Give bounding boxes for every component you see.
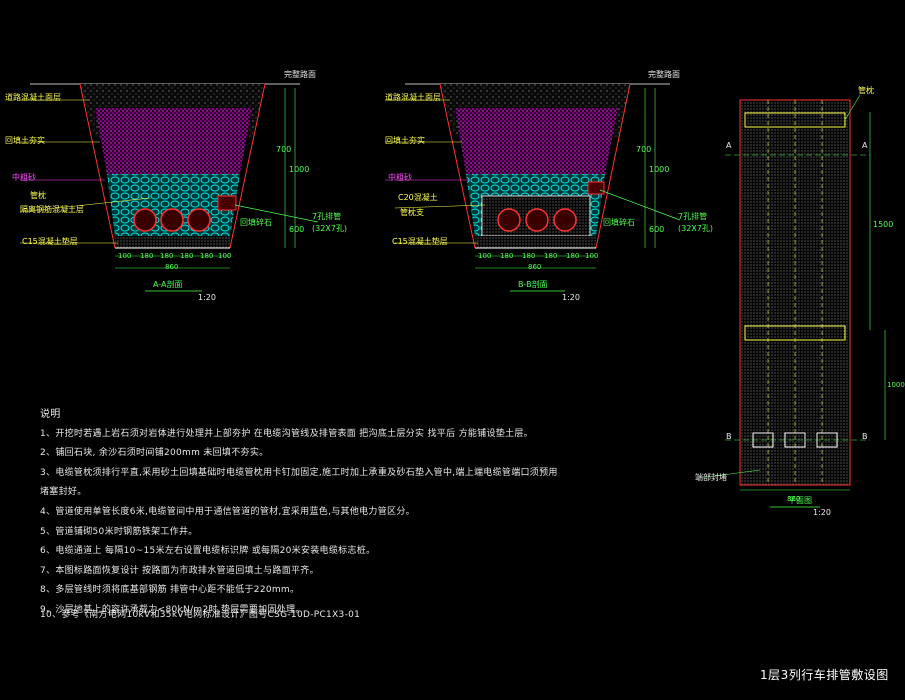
plan-width: 860 [787, 495, 801, 503]
pipe-note: (32X7孔) [312, 224, 347, 233]
plan-bottom-label: 端部封堵 [695, 473, 727, 482]
section-scale: 1:20 [198, 293, 216, 302]
dim-label: 100 [218, 252, 232, 260]
pipe-note: (32X7孔) [678, 224, 713, 233]
depth-label: 1000 [649, 165, 670, 174]
depth-label: 600 [289, 225, 305, 234]
layer-label: C15混凝土垫层 [392, 237, 448, 246]
layer-label: 中粗砂 [12, 173, 36, 182]
plan-dim: 1500 [873, 220, 894, 229]
section-mark: B [862, 432, 868, 441]
note-item-10: 10、参考《南方电网10kV和35kV电网标准设计》图号CSG-10D-PC1X… [40, 610, 361, 620]
right-label: 回填碎石 [603, 218, 635, 227]
depth-label: 700 [276, 145, 292, 154]
layer-label: 回填土夯实 [385, 136, 425, 145]
dim-label: 180 [500, 252, 514, 260]
c15-cushion [115, 236, 230, 248]
pipe-note: 7孔排管 [678, 212, 708, 221]
notes-title: 说明 [40, 409, 61, 420]
pipe [525, 208, 549, 232]
dim-label: 180 [566, 252, 580, 260]
backfill-layer [95, 108, 252, 174]
layer-label: 道路混凝土面层 [5, 93, 61, 102]
plan-drawing [699, 94, 886, 508]
backfill-layer [455, 108, 618, 174]
small-pipe-bundle [587, 181, 605, 195]
layer-label: 管枕支 [400, 208, 424, 217]
sheet-title: 1层3列行车排管敷设图 [760, 668, 889, 682]
ground-label: 完整路面 [648, 70, 680, 79]
notes-block: 说明 1、开挖时若遇上岩石须对岩体进行处理并上部夯护 在电缆沟管线及排管表面 把… [40, 405, 560, 621]
note-item: 7、本图标路面恢复设计 按路面为市政排水管道回填土与路面平齐。 [40, 565, 319, 576]
layer-label: 隔离钢筋混凝土层 [20, 205, 84, 214]
pipe [160, 208, 184, 232]
small-pipe-bundle [217, 195, 237, 211]
dim-label: 180 [544, 252, 558, 260]
right-label: 回填碎石 [240, 218, 272, 227]
layer-label: 回填土夯实 [5, 136, 45, 145]
note-item: 2、铺回石块, 余沙石须时间铺200mm 未回填不夯实。 [40, 448, 269, 459]
dim-label: 100 [118, 252, 132, 260]
depth-label: 700 [636, 145, 652, 154]
dim-label: 180 [522, 252, 536, 260]
section-mark: B [726, 432, 732, 441]
dim-label: 180 [160, 252, 174, 260]
pipe-support [744, 325, 846, 341]
note-item: 8、多层管线时须将底基部钢筋 排管中心距不能低于220mm。 [40, 585, 300, 596]
note-item: 3、电缆管枕须排行平直,采用砂土回填基础时电缆管枕用卡钉加固定,施工时加上承重及… [40, 467, 558, 498]
depth-label: 1000 [289, 165, 310, 174]
dim-label: 180 [140, 252, 154, 260]
layer-label: 道路混凝土面层 [385, 93, 441, 102]
section-mark: A [726, 141, 732, 150]
dim-label: 180 [180, 252, 194, 260]
section-title: A-A剖面 [153, 280, 183, 289]
c15-cushion [475, 236, 596, 248]
pipe [553, 208, 577, 232]
dim-label: 100 [585, 252, 599, 260]
total-width: 860 [165, 263, 179, 271]
note-item: 6、电缆通道上 每隔10~15米左右设置电缆标识牌 或每隔20米安装电缆标志桩。 [40, 546, 376, 557]
layer-label: 管枕 [30, 191, 46, 200]
section-title: B-B剖面 [518, 280, 548, 289]
total-width: 860 [528, 263, 542, 271]
plan-dim: 1000 [887, 381, 905, 389]
layer-label: C15混凝土垫层 [22, 237, 78, 246]
layer-label: 中粗砂 [388, 173, 412, 182]
dim-label: 100 [478, 252, 492, 260]
depth-label: 600 [649, 225, 665, 234]
plan-scale: 1:20 [813, 508, 831, 517]
section-b-drawing [385, 83, 681, 292]
pipe [497, 208, 521, 232]
plan-top-label: 管枕 [858, 86, 874, 95]
layer-label: C20混凝土 [398, 193, 438, 202]
pipe-note: 7孔排管 [312, 212, 342, 221]
note-item: 4、管道使用单管长度6米,电缆管间中用于通信管道的管材,宜采用蓝色,与其他电力管… [40, 506, 415, 517]
note-item: 5、管道铺砌50米时钢筋铁架工作井。 [40, 526, 198, 537]
pipe [133, 208, 157, 232]
dim-label: 180 [200, 252, 214, 260]
note-item: 1、开挖时若遇上岩石须对岩体进行处理并上部夯护 在电缆沟管线及排管表面 把沟底土… [40, 428, 533, 439]
plan-title: 平面图 [788, 496, 812, 505]
section-mark: A [862, 141, 868, 150]
section-scale: 1:20 [562, 293, 580, 302]
note-item: 9、沙层地基上的容许承载力<80kN/m2时,垫层需要加固处理。 [40, 604, 305, 615]
ground-label: 完整路面 [284, 70, 316, 79]
pipe [187, 208, 211, 232]
section-a-drawing [19, 83, 319, 292]
